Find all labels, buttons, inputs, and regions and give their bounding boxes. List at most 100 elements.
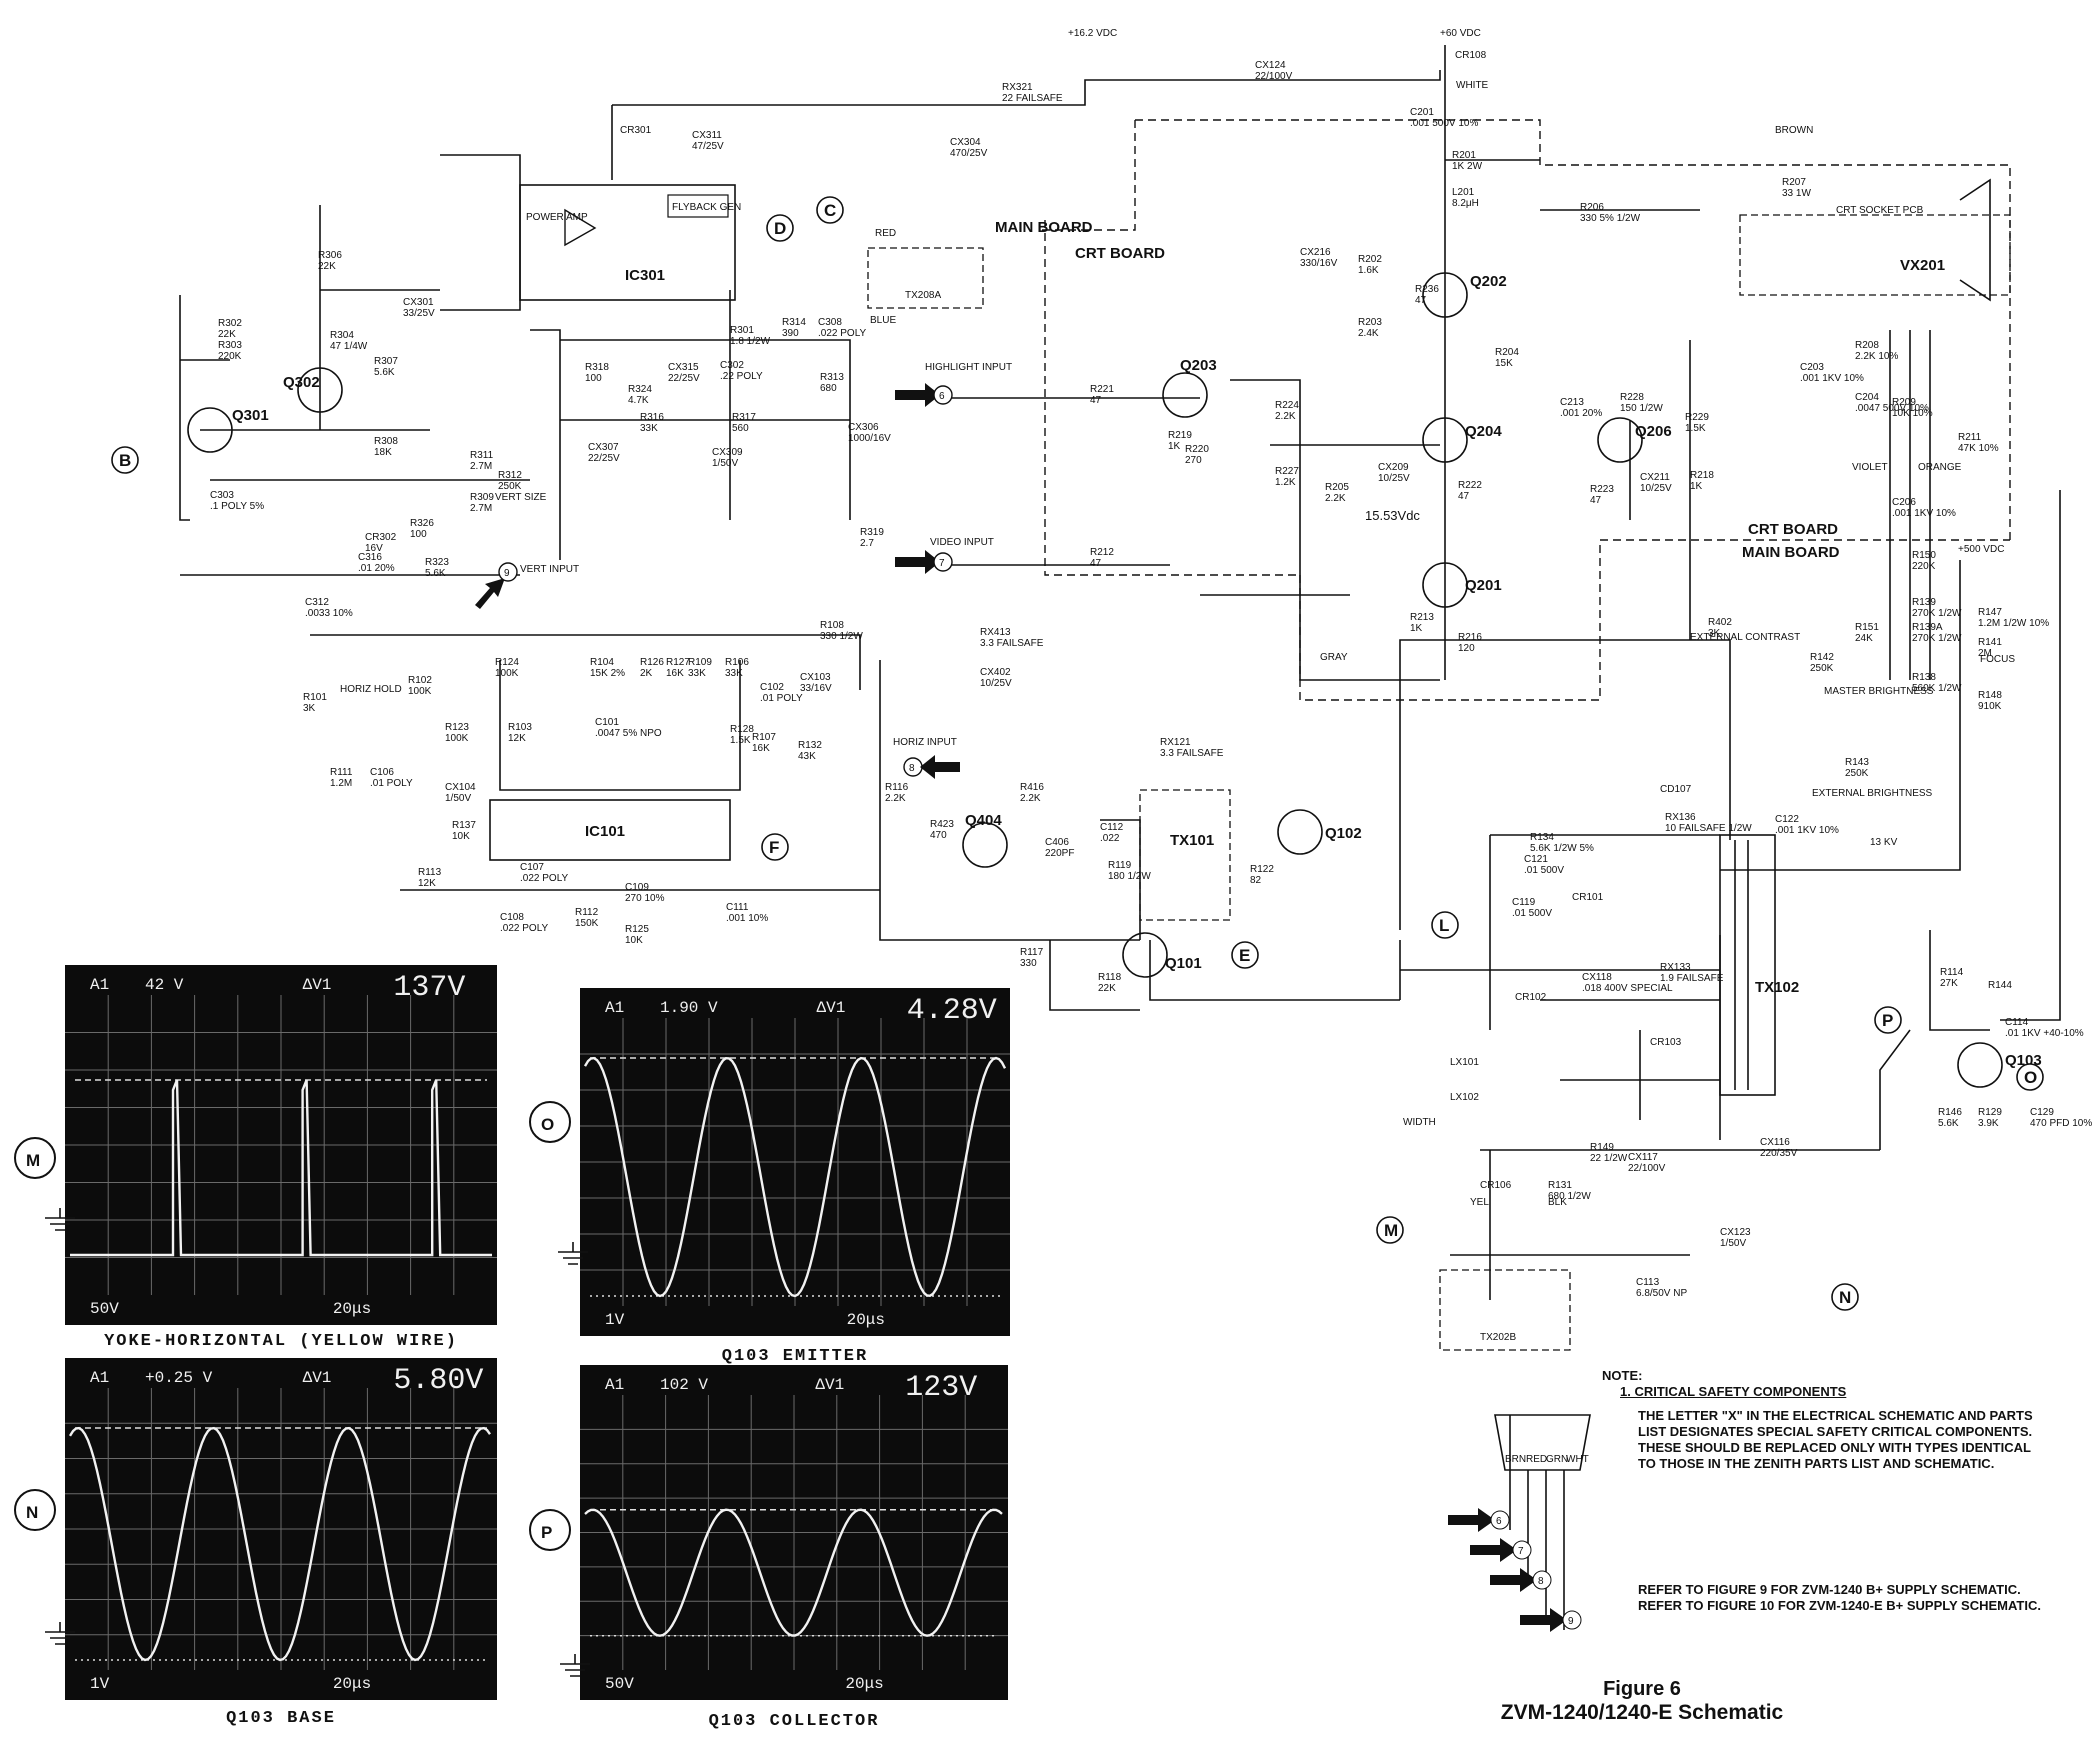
scope-tdiv: 20μs xyxy=(333,1675,371,1693)
tx208a-block: TX208A xyxy=(867,247,984,309)
component-value: 270 xyxy=(1185,455,1202,466)
component-id: R119 xyxy=(1108,860,1132,871)
horiz-hold-label: HORIZ HOLD xyxy=(340,684,402,695)
component-value: 680 1/2W xyxy=(1548,1191,1591,1202)
component-value: .018 400V SPECIAL xyxy=(1582,983,1673,994)
component-id: R304 xyxy=(330,330,354,341)
component-value: 5.6K 1/2W 5% xyxy=(1530,843,1594,854)
width-label: WIDTH xyxy=(1403,1117,1436,1128)
component-value: 470/25V xyxy=(950,148,988,159)
component-value: 24K xyxy=(1855,633,1873,644)
ic101-block: IC101 xyxy=(489,799,731,861)
component-id: RX321 xyxy=(1002,82,1033,93)
tx102-block: TX102 xyxy=(1719,834,1799,1096)
scope-vdiv: 1V xyxy=(90,1675,110,1693)
component-id: R209 xyxy=(1892,397,1916,408)
component-cr106: CR106 xyxy=(1480,1180,1512,1191)
component-id: C119 xyxy=(1512,897,1536,908)
test-point-f: F xyxy=(761,833,789,861)
component-id: RX136 xyxy=(1665,812,1696,823)
component-id: C129 xyxy=(2030,1107,2054,1118)
component-value: 22 FAILSAFE xyxy=(1002,93,1063,104)
wire-orange: ORANGE xyxy=(1918,462,1962,473)
component-id: C308 xyxy=(818,317,842,328)
component-c102: C102.01 POLY xyxy=(760,682,803,704)
scope-channel: A1 xyxy=(90,976,109,994)
component-value: .001 1KV 10% xyxy=(1775,825,1839,836)
connector-input-8: 8 xyxy=(1490,1568,1552,1592)
svg-text:Q101: Q101 xyxy=(1165,955,1202,972)
component-value: 18K xyxy=(374,447,392,458)
component-id: R117 xyxy=(1020,947,1044,958)
component-id: R313 xyxy=(820,372,844,383)
component-value: 1.2K xyxy=(1275,477,1296,488)
component-id: R324 xyxy=(628,384,652,395)
scope-caption: Q103 BASE xyxy=(226,1709,336,1728)
component-value: 1.2M xyxy=(330,778,352,789)
test-point-n: N xyxy=(1831,1283,1859,1311)
component-id: CR302 xyxy=(365,532,397,543)
test-point-m: M xyxy=(1376,1216,1404,1244)
component-id: CD107 xyxy=(1660,784,1692,795)
test-point-o: O xyxy=(2016,1063,2044,1091)
component-value: .0033 10% xyxy=(305,608,353,619)
component-value: 47 xyxy=(1090,558,1102,569)
component-id: L201 xyxy=(1452,187,1475,198)
figure-number: Figure 6 xyxy=(1603,1678,1681,1700)
component-value: 33K xyxy=(688,668,706,679)
scope-vdiv: 50V xyxy=(90,1300,119,1318)
pin-brn: BRN xyxy=(1505,1454,1526,1465)
component-id: C302 xyxy=(720,360,744,371)
connector-block: BRN RED GRN WHT xyxy=(1494,1414,1591,1471)
master-brightness-label: MASTER BRIGHTNESS xyxy=(1824,686,1934,697)
component-id: CR102 xyxy=(1515,992,1547,1003)
component-value: .022 POLY xyxy=(500,923,549,934)
component-value: .0047 5% NPO xyxy=(595,728,662,739)
main-board-label-top: MAIN BOARD xyxy=(995,219,1093,236)
svg-text:8: 8 xyxy=(909,763,915,774)
component-id: C112 xyxy=(1100,822,1124,833)
test-point-p: P xyxy=(1874,1006,1902,1034)
note-item-title: 1. CRITICAL SAFETY COMPONENTS xyxy=(1620,1384,1847,1399)
component-id: C206 xyxy=(1892,497,1916,508)
component-value: 120 xyxy=(1458,643,1475,654)
tx101-block: TX101 xyxy=(1139,789,1231,921)
component-lx101: LX101 xyxy=(1450,1057,1479,1068)
component-value: 270K 1/2W xyxy=(1912,633,1962,644)
component-lx102: LX102 xyxy=(1450,1092,1479,1103)
component-value: 33/25V xyxy=(403,308,435,319)
scope-level: 42 V xyxy=(145,976,184,994)
pin-red: RED xyxy=(1526,1454,1547,1465)
scope-delta: ΔV1 xyxy=(303,1369,332,1387)
ground-icon xyxy=(558,1242,588,1265)
